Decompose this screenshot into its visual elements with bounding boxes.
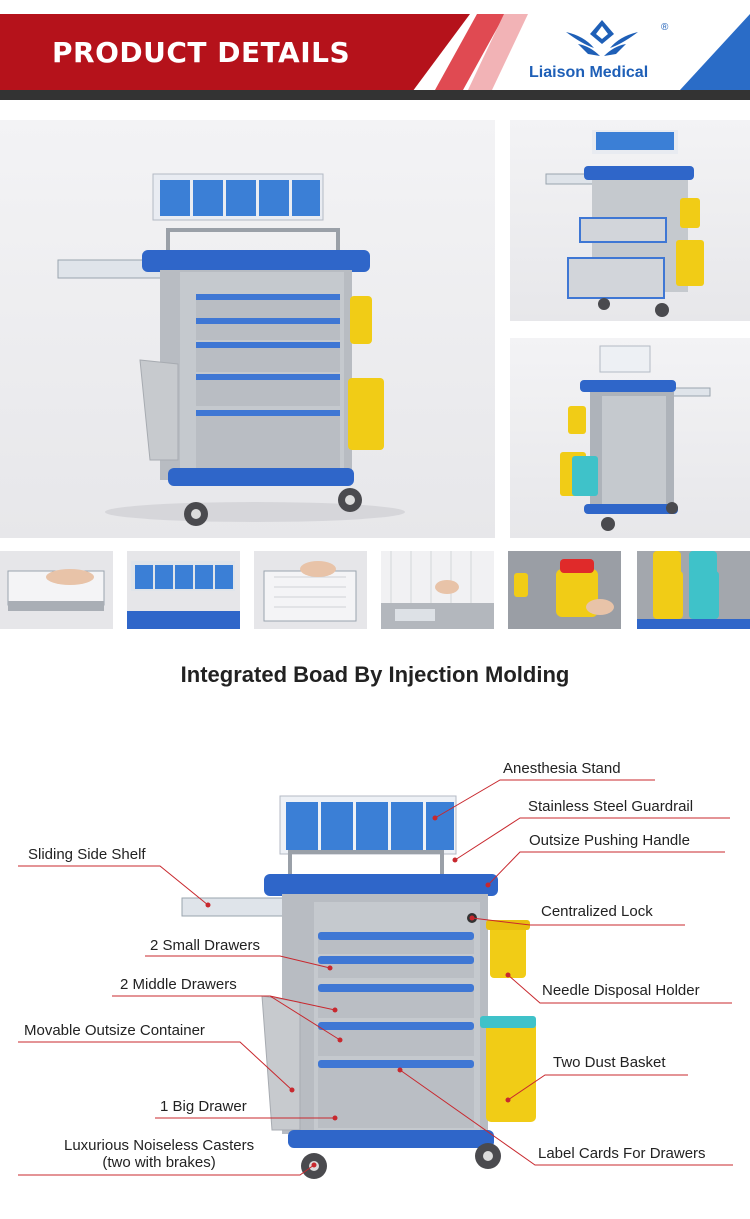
product-photo-side-view: [510, 338, 750, 538]
thumbnail-drawer-dividers: [254, 551, 367, 629]
page-header: PRODUCT DETAILS ® Liaison Medical: [0, 0, 750, 100]
label-anesthesia-stand: Anesthesia Stand: [503, 760, 621, 777]
label-needle-holder: Needle Disposal Holder: [542, 982, 700, 999]
thumbnail-label-card: [381, 551, 494, 629]
thumbnail-side-shelf: [0, 551, 113, 629]
product-photo-drawers-open: [510, 120, 750, 321]
label-big-drawer: 1 Big Drawer: [160, 1098, 247, 1115]
label-middle-drawers: 2 Middle Drawers: [120, 976, 237, 993]
header-divider: [0, 90, 750, 100]
label-side-shelf: Sliding Side Shelf: [28, 846, 146, 863]
label-container: Movable Outsize Container: [24, 1022, 205, 1039]
product-photo-main: [0, 120, 495, 538]
trolley-image: [57, 173, 405, 526]
label-pushing-handle: Outsize Pushing Handle: [529, 832, 690, 849]
label-guardrail: Stainless Steel Guardrail: [528, 798, 694, 815]
label-casters: Luxurious Noiseless Casters (two with br…: [64, 1137, 254, 1171]
label-small-drawers: 2 Small Drawers: [150, 937, 261, 954]
label-dust-basket: Two Dust Basket: [553, 1054, 666, 1071]
thumbnail-needle-holder: [508, 551, 621, 629]
label-casters-line2: (two with brakes): [102, 1154, 216, 1171]
label-label-cards: Label Cards For Drawers: [538, 1145, 706, 1162]
registered-mark: ®: [661, 22, 669, 33]
trolley-side-image: [560, 345, 711, 531]
header-title: PRODUCT DETAILS: [52, 36, 351, 69]
header-red-banner: [0, 14, 470, 90]
logo-text: Liaison Medical: [529, 64, 649, 81]
section-title: Integrated Boad By Injection Molding: [180, 662, 570, 687]
brand-logo: ® Liaison Medical: [524, 18, 674, 84]
thumbnail-anesthesia-stand: [127, 551, 240, 629]
thumbnail-dust-baskets: [637, 551, 750, 629]
label-lock: Centralized Lock: [541, 903, 653, 920]
trolley-open-image: [545, 130, 704, 317]
logo-icon: [566, 20, 638, 56]
label-casters-line1: Luxurious Noiseless Casters: [64, 1137, 255, 1154]
